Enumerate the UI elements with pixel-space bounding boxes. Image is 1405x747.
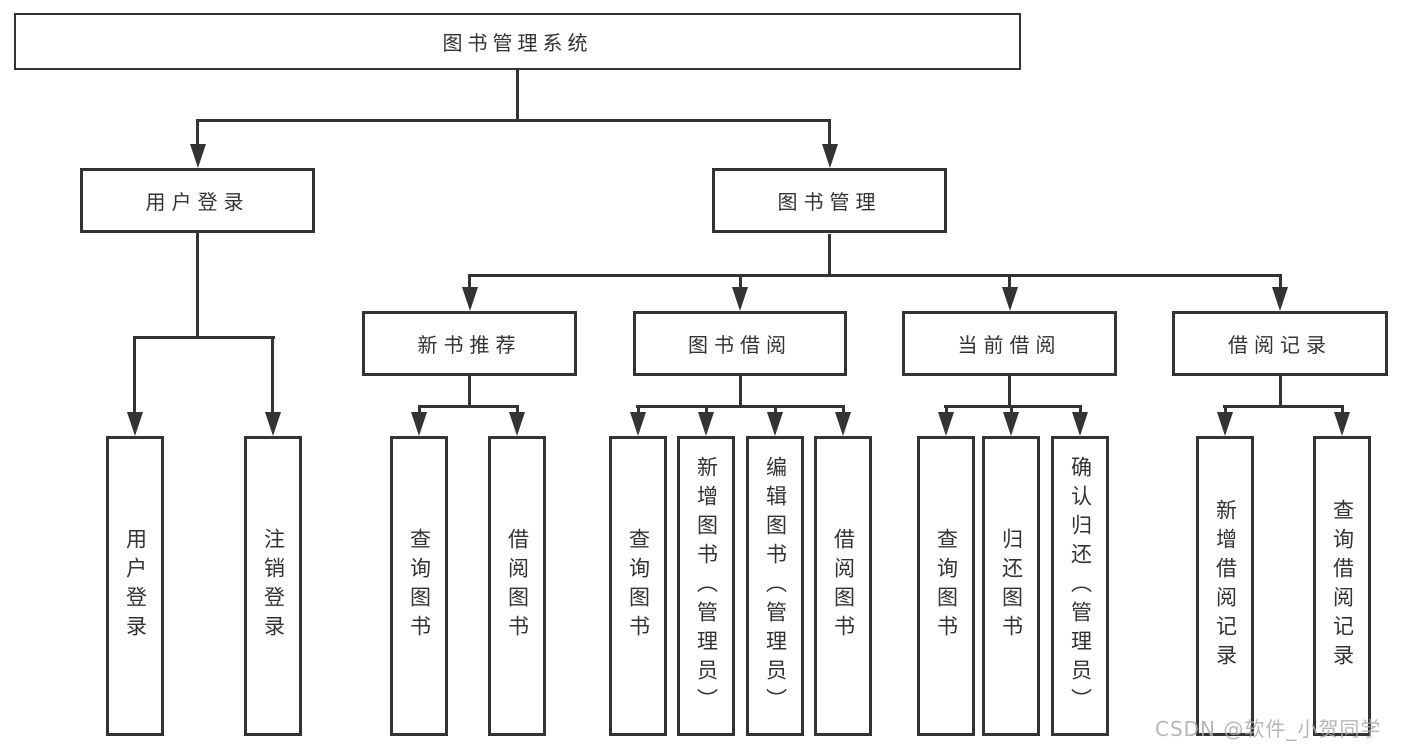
- leaf-label: 查询图书: [934, 528, 959, 644]
- connector-bookmgmt-stem: [828, 234, 831, 274]
- leaf-label: 借阅图书: [831, 528, 856, 644]
- connector-borrow-stem: [739, 376, 742, 405]
- arrow-bw1: [630, 412, 646, 436]
- node-user-login: 用户登录: [80, 168, 315, 233]
- connector-drop-borrow-records: [1279, 274, 1282, 287]
- connector-drop-bw3: [774, 405, 777, 412]
- connector-drop-cb1: [945, 405, 948, 412]
- leaf-query-borrow-record: 查询借阅记录: [1313, 436, 1371, 736]
- leaf-edit-book-admin: 编辑图书（管理员）: [746, 436, 804, 736]
- connector-drop-bw1: [637, 405, 640, 412]
- arrow-leaf-logout: [265, 412, 281, 436]
- arrow-bw3: [767, 412, 783, 436]
- connector-drop-current-borrow: [1008, 274, 1011, 287]
- leaf-logout: 注销登录: [244, 436, 302, 736]
- leaf-label: 归还图书: [999, 528, 1024, 644]
- leaf-label: 查询图书: [407, 528, 432, 644]
- connector-newbook-stem: [468, 376, 471, 405]
- leaf-confirm-return-admin: 确认归还（管理员）: [1051, 436, 1109, 736]
- leaf-label: 查询借阅记录: [1330, 499, 1355, 673]
- arrow-leaf-login: [127, 412, 143, 436]
- connector-current-stem: [1008, 376, 1011, 405]
- connector-drop-cb2: [1010, 405, 1013, 412]
- connector-drop-leaf-logout: [271, 336, 274, 412]
- arrow-cb2: [1003, 412, 1019, 436]
- node-root: 图书管理系统: [14, 13, 1021, 70]
- arrow-nb2: [509, 412, 525, 436]
- arrow-user-login: [190, 144, 206, 168]
- connector-records-rail: [1223, 405, 1344, 408]
- connector-drop-leaf-login: [133, 336, 136, 412]
- connector-records-stem: [1279, 376, 1282, 405]
- connector-drop-nb2: [516, 405, 519, 412]
- leaf-borrow-books: 借阅图书: [814, 436, 872, 736]
- connector-current-rail: [944, 405, 1082, 408]
- leaf-label: 编辑图书（管理员）: [763, 455, 788, 717]
- connector-bookmgmt-rail: [468, 274, 1281, 277]
- leaf-label: 确认归还（管理员）: [1068, 455, 1093, 717]
- connector-drop-book-borrow: [739, 274, 742, 287]
- leaf-query-books-current: 查询图书: [917, 436, 975, 736]
- connector-drop-bw2: [705, 405, 708, 412]
- connector-drop-rc1: [1224, 405, 1227, 412]
- leaf-borrow-books-recommend: 借阅图书: [488, 436, 546, 736]
- arrow-rc1: [1217, 412, 1233, 436]
- arrow-new-book: [462, 287, 478, 311]
- connector-borrow-rail: [636, 405, 845, 408]
- arrow-nb1: [411, 412, 427, 436]
- leaf-add-borrow-record: 新增借阅记录: [1196, 436, 1254, 736]
- node-book-borrow: 图书借阅: [633, 311, 847, 376]
- connector-userlogin-stem: [196, 233, 199, 336]
- connector-drop-user-login: [196, 119, 199, 144]
- connector-userlogin-rail: [133, 336, 275, 339]
- leaf-label: 注销登录: [261, 528, 286, 644]
- connector-newbook-rail: [418, 405, 519, 408]
- leaf-label: 借阅图书: [505, 528, 530, 644]
- leaf-label: 查询图书: [626, 528, 651, 644]
- leaf-label: 用户登录: [123, 528, 148, 644]
- arrow-bw4: [835, 412, 851, 436]
- csdn-watermark: CSDN @软件_小贺同学: [1155, 717, 1382, 741]
- arrow-cb1: [938, 412, 954, 436]
- node-current-borrow: 当前借阅: [902, 311, 1117, 376]
- arrow-rc2: [1334, 412, 1350, 436]
- leaf-query-books-recommend: 查询图书: [390, 436, 448, 736]
- connector-drop-rc2: [1341, 405, 1344, 412]
- connector-drop-bw4: [842, 405, 845, 412]
- arrow-bw2: [698, 412, 714, 436]
- connector-drop-new-book: [468, 274, 471, 287]
- connector-drop-nb1: [418, 405, 421, 412]
- arrow-book-management: [822, 144, 838, 168]
- node-new-book-recommend: 新书推荐: [362, 311, 577, 376]
- connector-root-rail: [196, 119, 831, 122]
- arrow-cb3: [1072, 412, 1088, 436]
- connector-drop-book-management: [828, 119, 831, 144]
- node-book-management: 图书管理: [712, 168, 947, 233]
- leaf-label: 新增借阅记录: [1213, 499, 1238, 673]
- connector-root-stem: [516, 70, 519, 119]
- leaf-return-book: 归还图书: [982, 436, 1040, 736]
- leaf-label: 新增图书（管理员）: [694, 455, 719, 717]
- leaf-user-login: 用户登录: [106, 436, 164, 736]
- node-borrow-records: 借阅记录: [1172, 311, 1388, 376]
- leaf-add-book-admin: 新增图书（管理员）: [677, 436, 735, 736]
- leaf-query-books-borrow: 查询图书: [609, 436, 667, 736]
- arrow-book-borrow: [732, 287, 748, 311]
- arrow-borrow-records: [1272, 287, 1288, 311]
- connector-drop-cb3: [1079, 405, 1082, 412]
- arrow-current-borrow: [1002, 287, 1018, 311]
